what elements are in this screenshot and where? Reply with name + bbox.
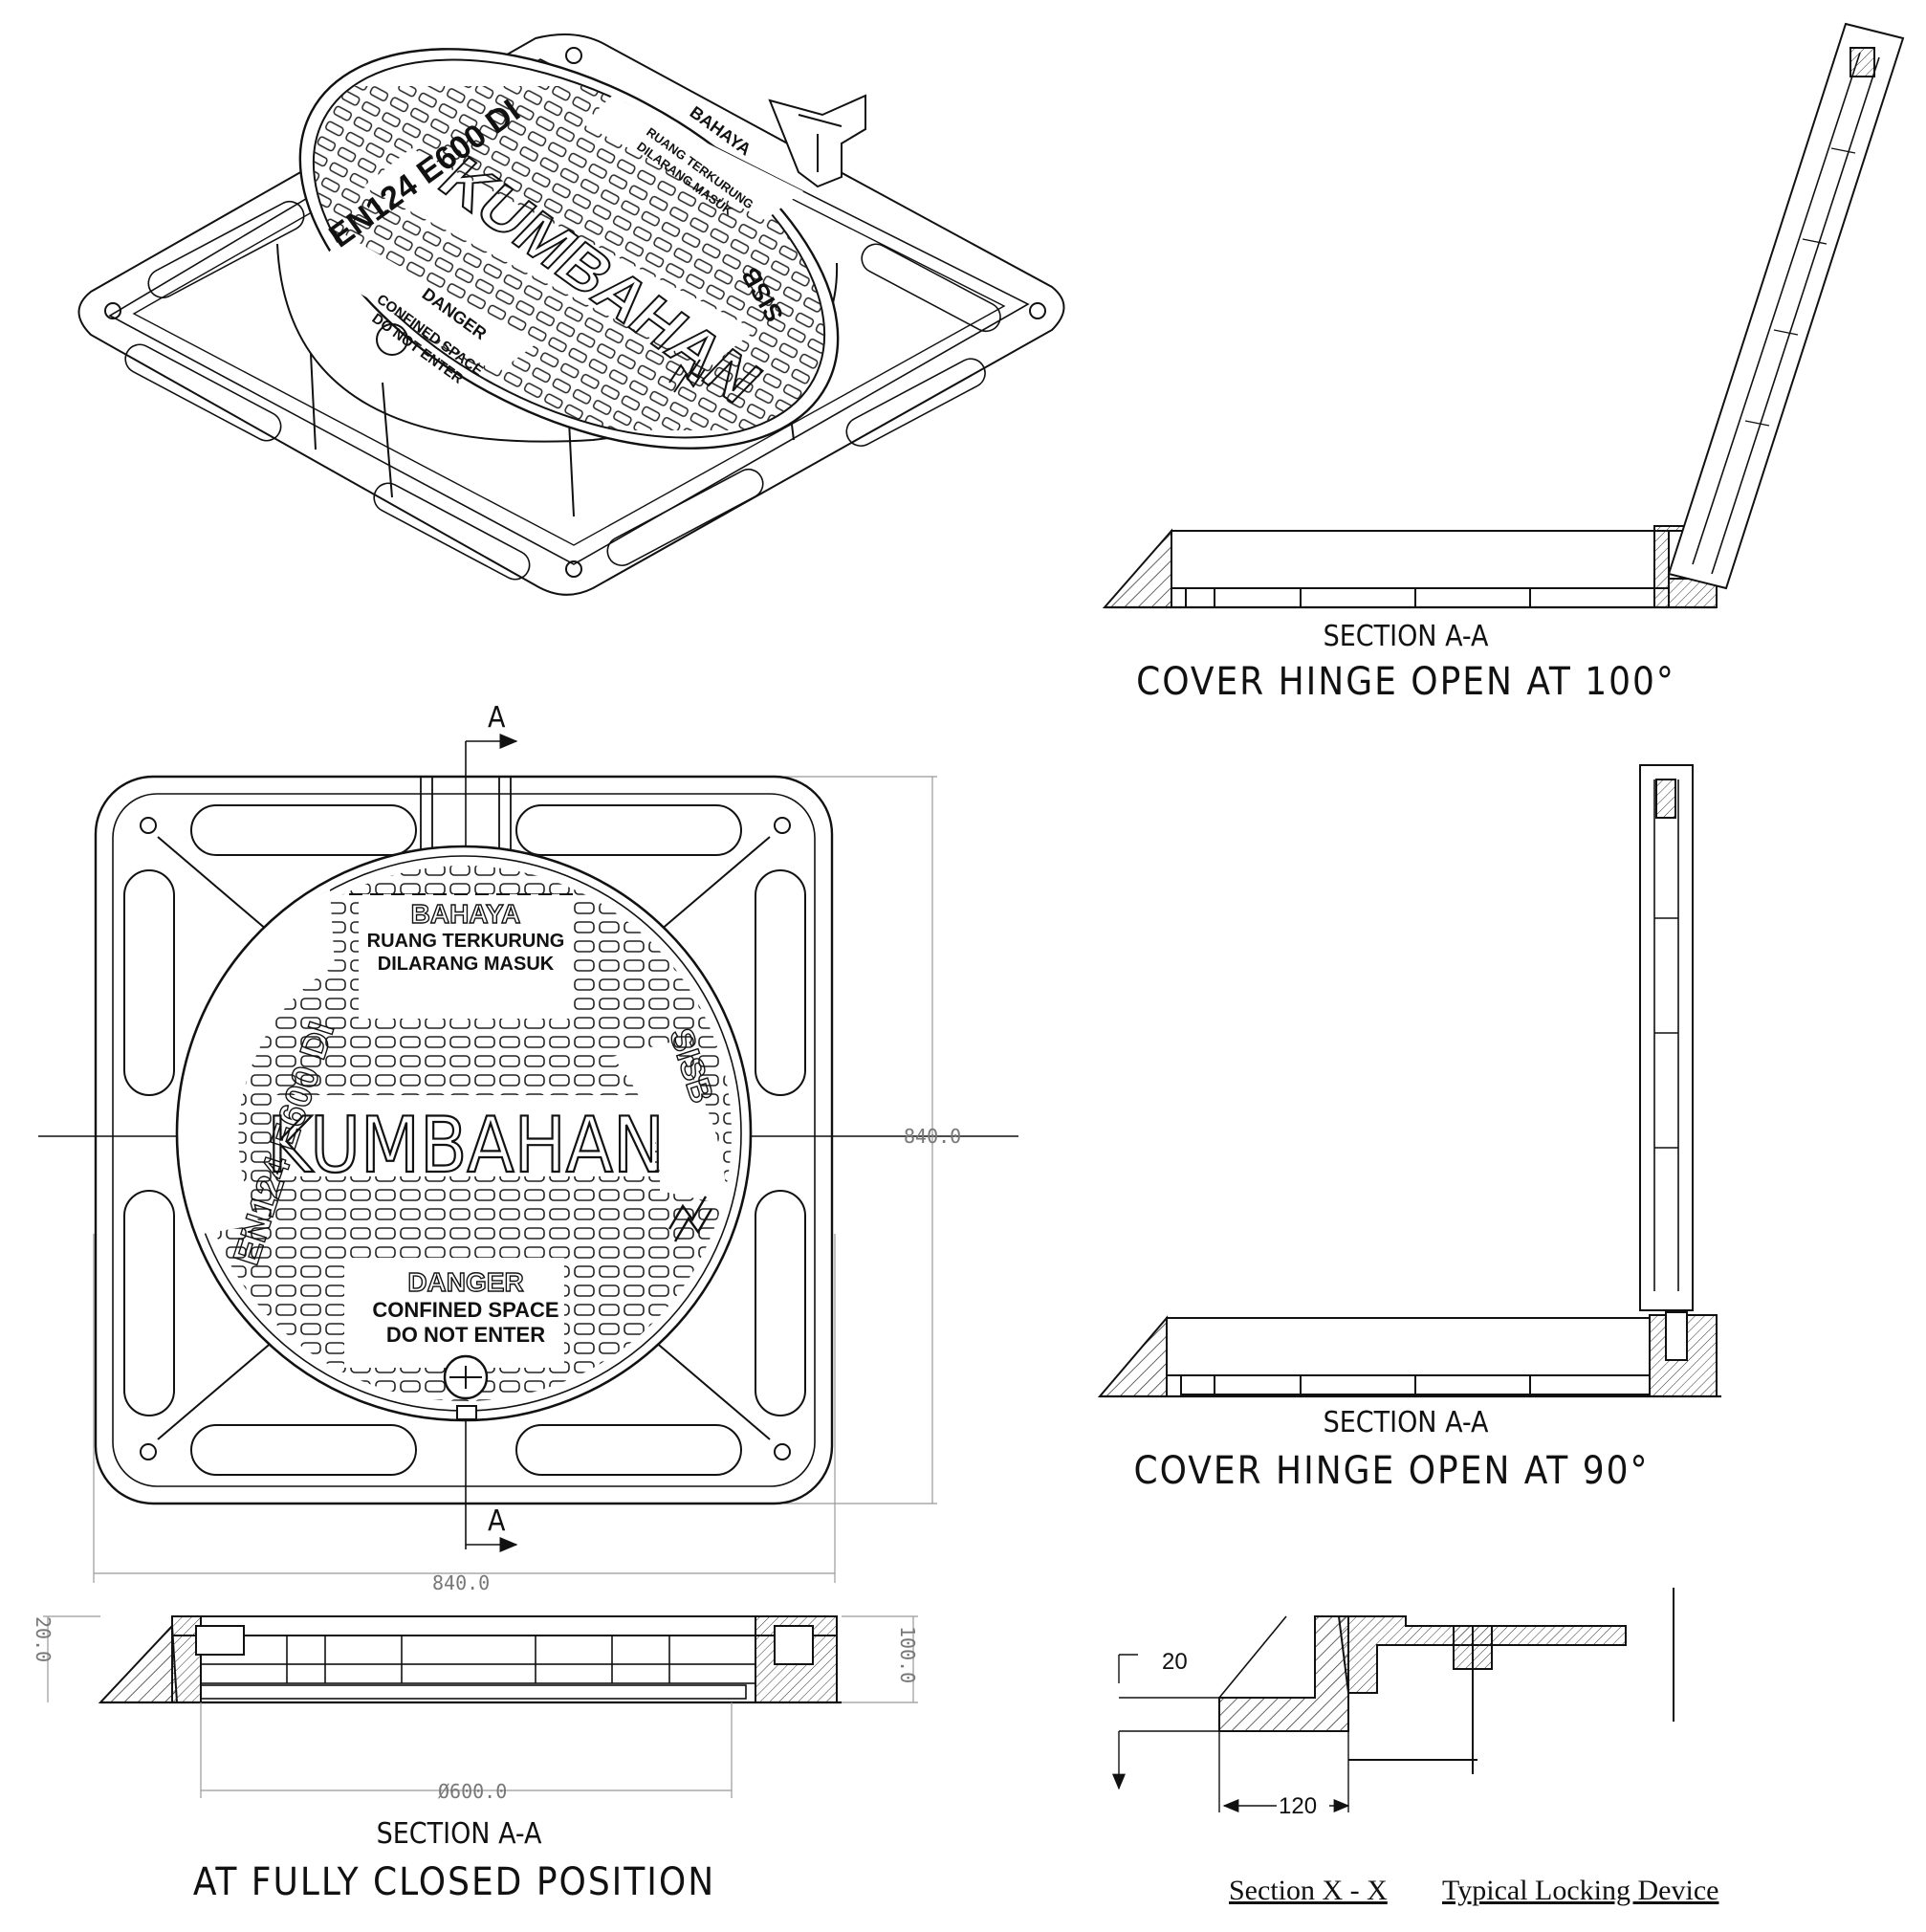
section-closed-dimension-lines (43, 1615, 918, 1798)
section-closed-dim-left: 20.0 (32, 1616, 55, 1662)
cover-text-bahaya: BAHAYA (411, 899, 521, 929)
section-open-90 (1097, 764, 1721, 1398)
cover-text-confined: CONFINED SPACE (372, 1298, 558, 1322)
caption-closed-section: SECTION A-A (376, 1817, 542, 1851)
caption-open-90-section: SECTION A-A (1323, 1406, 1489, 1439)
section-marker-a-bottom: A (488, 1504, 506, 1538)
iso-frame-inner (108, 58, 1030, 565)
section-closed-dim-right: 100.0 (896, 1626, 919, 1683)
locking-dim-height: 20 (1162, 1649, 1188, 1675)
cover-raised-100 (1667, 22, 1905, 590)
plan-view (38, 734, 1018, 1583)
plan-dimension-lines (93, 776, 937, 1583)
cover-text-title: KUMBAHAN (267, 1101, 665, 1190)
cover-raised-90 (1639, 764, 1694, 1311)
isometric-view (77, 33, 1065, 596)
iso-brand-logo (668, 359, 706, 393)
plan-frame-inner (112, 793, 816, 1487)
cover-text-do-not-enter: DO NOT ENTER (386, 1323, 545, 1347)
section-open-100 (1102, 22, 1905, 609)
plan-hinge-lug (420, 777, 512, 861)
caption-closed-position: AT FULLY CLOSED POSITION (192, 1860, 716, 1904)
caption-open-90-position: COVER HINGE OPEN AT 90° (1133, 1449, 1650, 1493)
caption-locking-section: Section X - X (1229, 1875, 1388, 1906)
locking-dim-width: 120 (1279, 1793, 1317, 1819)
section-fully-closed (43, 1615, 918, 1798)
plan-bolt-hole (774, 817, 791, 834)
plan-frame-outer (94, 775, 834, 1505)
caption-open-100-section: SECTION A-A (1323, 620, 1489, 653)
plan-dim-width: 840.0 (432, 1571, 490, 1594)
plan-frame-slots (123, 804, 806, 1476)
brand-logo-icon (668, 1196, 713, 1242)
plan-bolt-hole (140, 817, 157, 834)
cover-text-ruang: RUANG TERKURUNG (367, 931, 565, 952)
plan-bolt-hole (140, 1443, 157, 1460)
plan-dim-height: 840.0 (904, 1125, 961, 1148)
locking-dimension-lines (1112, 1654, 1350, 1812)
section-marker-a-top: A (488, 701, 506, 735)
caption-locking-title: Typical Locking Device (1442, 1875, 1719, 1906)
iso-frame-outer (77, 33, 1065, 596)
cover-text-danger: DANGER (407, 1267, 523, 1297)
locking-device-detail (1112, 1588, 1674, 1812)
caption-open-100-position: COVER HINGE OPEN AT 100° (1136, 660, 1675, 704)
plan-bolt-hole (774, 1443, 791, 1460)
section-closed-dim-diameter: Ø600.0 (438, 1780, 507, 1803)
iso-lifting-keyhole (376, 323, 408, 356)
cover-text-dilarang: DILARANG MASUK (378, 954, 555, 975)
